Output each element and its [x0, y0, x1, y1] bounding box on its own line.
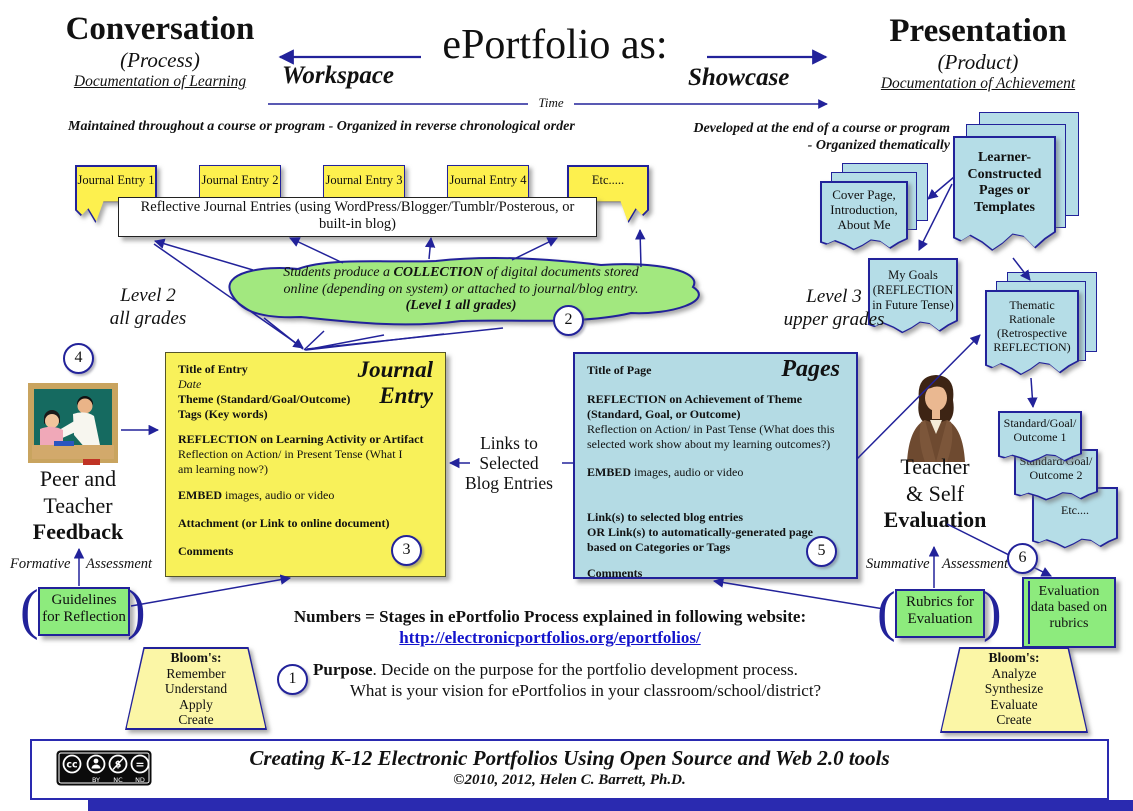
peer-feedback-clipart	[28, 383, 118, 475]
product-subtitle: (Product)	[937, 50, 1019, 74]
stages-note-block: Numbers = Stages in ePortfolio Process e…	[230, 606, 870, 648]
summative-label: Summative	[866, 556, 930, 572]
thematic-rationale-stack: Thematic Rationale (Retrospective REFLEC…	[985, 290, 1079, 376]
stage-badge-6: 6	[1007, 543, 1038, 574]
learner-constructed-stack: Learner- Constructed Pages or Templates	[953, 136, 1056, 252]
documentation-of-achievement: Documentation of Achievement	[880, 75, 1076, 92]
summative-assessment-label: Assessment	[942, 556, 1009, 572]
cc-license-badge: cc $ = BY NC ND	[56, 750, 152, 786]
stage-badge-5: 5	[806, 536, 837, 567]
no-derivatives-icon: =	[135, 758, 144, 771]
workspace-label: Workspace	[282, 62, 395, 89]
teacher-self-evaluation-label: Teacher & Self Evaluation	[883, 454, 987, 532]
outcome2-page: Standard/Goal/ Outcome 2	[1014, 449, 1098, 501]
presentation-header: Presentation (Product) Documentation of …	[858, 12, 1098, 94]
evaluation-data-box: Evaluation data based on rubrics	[1022, 577, 1116, 648]
bottom-blue-strip	[88, 800, 1133, 811]
rubrics-paren-right: )	[983, 581, 1002, 643]
pages-box-title: Pages	[781, 356, 840, 382]
journal-note-label: Etc.....	[591, 173, 625, 187]
footer-copyright: ©2010, 2012, Helen C. Barrett, Ph.D.	[453, 772, 686, 788]
blooms-left-trapezoid: Bloom's: Remember Understand Apply Creat…	[125, 647, 267, 730]
showcase-label: Showcase	[688, 64, 790, 91]
cloud-shape-icon	[228, 257, 700, 326]
purpose-block: Purpose. Decide on the purpose for the p…	[313, 660, 822, 700]
documentation-of-learning: Documentation of Learning	[73, 73, 247, 90]
time-label: Time	[528, 95, 574, 111]
guidelines-paren-right: )	[127, 579, 146, 641]
conversation-header: Conversation (Process) Documentation of …	[40, 10, 280, 92]
stage-badge-2: 2	[553, 305, 584, 336]
cloud-text: Students produce a COLLECTION of digital…	[283, 265, 639, 313]
reflective-journal-box: Reflective Journal Entries (using WordPr…	[118, 197, 597, 237]
journal-note-label: Journal Entry 4	[449, 173, 527, 187]
eportfolios-url-link[interactable]: http://electronicportfolios.org/eportfol…	[399, 628, 701, 647]
blooms-right-trapezoid: Bloom's: Analyze Synthesize Evaluate Cre…	[940, 647, 1088, 733]
stages-note: Numbers = Stages in ePortfolio Process e…	[293, 607, 807, 626]
teacher-clipart	[901, 370, 971, 462]
page-title: ePortfolio as:	[442, 22, 668, 68]
outcome1-page: Standard/Goal/ Outcome 1	[998, 411, 1082, 463]
journal-note-4: Journal Entry 4	[447, 165, 529, 203]
cover-page-stack: Cover Page, Introduction, About Me	[820, 181, 908, 251]
journal-note-1: Journal Entry 1	[75, 165, 157, 223]
footer-title: Creating K-12 Electronic Portfolios Usin…	[249, 746, 890, 770]
guidelines-box: Guidelines for Reflection	[38, 587, 130, 636]
rubrics-box: Rubrics for Evaluation	[895, 589, 985, 638]
cc-icon: cc	[66, 760, 77, 771]
footer-bar: cc $ = BY NC ND Creating K-12 Electronic…	[30, 739, 1109, 800]
stage-badge-4: 4	[63, 343, 94, 374]
rubrics-paren-left: (	[877, 581, 896, 643]
teacher-helping-student-icon	[28, 383, 118, 465]
level3-label: Level 3 upper grades	[783, 286, 885, 330]
my-goals-page: My Goals (REFLECTION in Future Tense)	[868, 258, 958, 334]
journal-note-2: Journal Entry 2	[199, 165, 281, 203]
presentation-title: Presentation	[889, 13, 1067, 49]
formative-assessment-label: Assessment	[86, 556, 153, 572]
cc-nd-label: ND	[135, 776, 145, 784]
formative-label: Formative	[10, 556, 71, 572]
developed-note: Developed at the end of a course or prog…	[693, 121, 950, 153]
links-to-blog-entries-label: Links to Selected Blog Entries	[465, 433, 553, 493]
teacher-woman-icon	[907, 375, 965, 462]
stage-badge-3: 3	[391, 535, 422, 566]
stage-badge-1: 1	[277, 664, 308, 695]
level2-label: Level 2 all grades	[109, 285, 187, 329]
journal-note-label: Journal Entry 2	[201, 173, 279, 187]
cc-by-label: BY	[92, 776, 100, 784]
collection-cloud: Students produce a COLLECTION of digital…	[203, 253, 718, 331]
guidelines-paren-left: (	[20, 579, 39, 641]
peer-teacher-feedback-label: Peer and Teacher Feedback	[32, 466, 124, 544]
cc-nc-label: NC	[113, 776, 123, 784]
process-subtitle: (Process)	[120, 48, 200, 72]
journal-note-label: Journal Entry 1	[77, 173, 155, 187]
conversation-title: Conversation	[65, 11, 255, 47]
journal-note-label: Journal Entry 3	[325, 173, 403, 187]
maintained-note: Maintained throughout a course or progra…	[68, 119, 575, 134]
journal-entry-box-title: Journal Entry	[357, 357, 433, 408]
